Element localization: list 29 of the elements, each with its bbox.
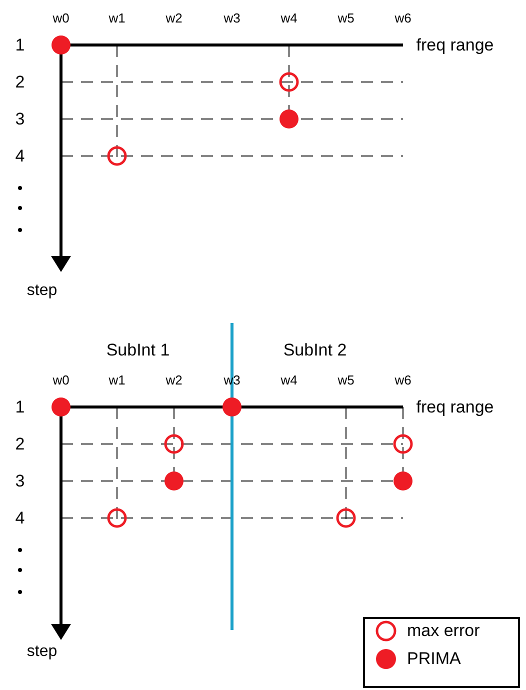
row-label: 1: [15, 36, 25, 54]
column-label: w1: [108, 12, 126, 24]
interval-label: SubInt 1: [106, 342, 170, 358]
interval-label: SubInt 2: [283, 342, 347, 358]
column-label: w6: [394, 12, 412, 24]
legend-label: PRIMA: [407, 649, 461, 669]
column-label: w0: [52, 374, 70, 386]
column-label: w2: [166, 12, 182, 24]
axis-label: freq range: [416, 36, 494, 54]
column-label: w5: [338, 12, 354, 24]
column-label: w1: [108, 374, 126, 386]
row-label: 2: [15, 74, 25, 90]
row-label: 4: [15, 510, 25, 526]
row-label: 4: [15, 148, 25, 164]
column-label: w6: [394, 374, 412, 386]
column-label: w2: [166, 374, 182, 386]
column-label: w5: [338, 374, 354, 386]
row-label: 2: [15, 436, 25, 452]
axis-label: step: [26, 283, 58, 299]
column-label: w4: [280, 12, 298, 24]
row-label: 1: [15, 398, 25, 416]
column-label: w3: [224, 12, 240, 24]
axis-label: step: [26, 644, 58, 660]
column-label: w4: [280, 374, 298, 386]
column-label: w0: [52, 12, 70, 24]
row-label: 3: [15, 472, 25, 490]
axis-label: freq range: [416, 398, 494, 416]
row-label: 3: [15, 110, 25, 128]
legend-label: max error: [407, 621, 480, 641]
